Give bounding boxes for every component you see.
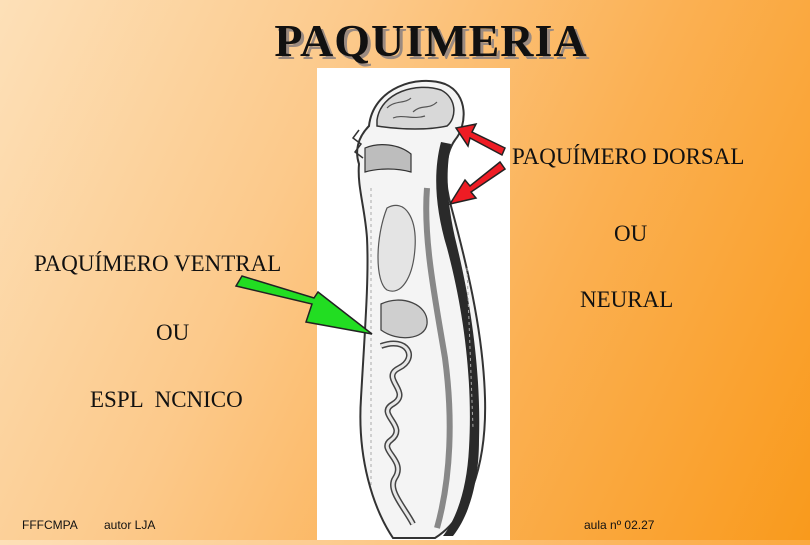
ventral-label: PAQUÍMERO VENTRAL [34, 251, 282, 276]
red-arrow-icon [454, 122, 506, 157]
footer-author: autor LJA [104, 518, 156, 532]
footer-lesson: aula nº 02.27 [584, 518, 655, 532]
esplancnico-label: ESPL NCNICO [90, 387, 243, 412]
green-arrow-icon [234, 275, 373, 335]
red-arrow-icon [448, 160, 507, 206]
footer-institution: FFFCMPA [22, 518, 78, 532]
anatomy-figure-panel [317, 68, 510, 540]
embryo-section-illustration [351, 79, 487, 539]
slide-title: PAQUIMERIA [274, 15, 588, 66]
dorsal-or-label: OU [614, 221, 648, 246]
dorsal-label: PAQUÍMERO DORSAL [512, 144, 745, 169]
ventral-or-label: OU [156, 320, 190, 345]
neural-label: NEURAL [580, 287, 674, 312]
